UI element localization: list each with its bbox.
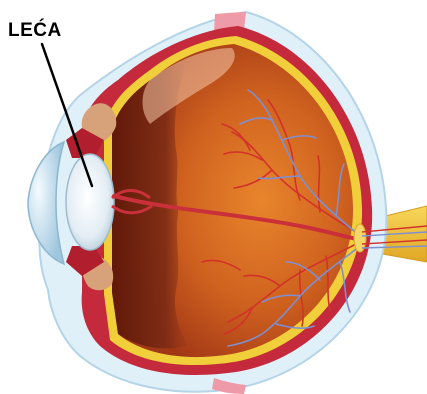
lens — [66, 154, 114, 250]
lens-label: LEĆA — [8, 20, 62, 42]
